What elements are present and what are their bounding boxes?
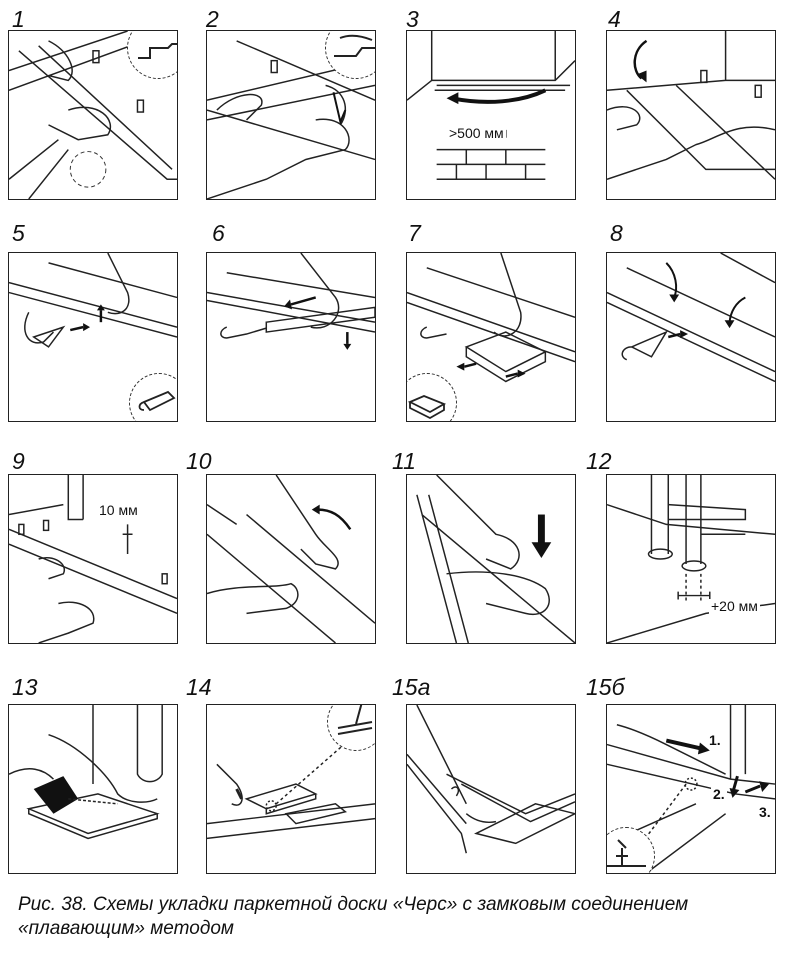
arrow-label-1: 1. [707, 732, 723, 749]
caption-line-2: «плавающим» методом [18, 918, 234, 939]
step-14-illustration [206, 704, 376, 874]
gap-20mm-annotation: +20 мм [709, 598, 760, 615]
step-6-illustration [206, 252, 376, 422]
step-5-illustration [8, 252, 178, 422]
step-2-illustration [206, 30, 376, 200]
step-15b-illustration: 1. 2. 3. [606, 704, 776, 874]
block-detail [407, 373, 457, 421]
step-number-8: 8 [610, 220, 623, 246]
step-number-11: 11 [392, 448, 416, 474]
step-number-12: 12 [586, 448, 612, 474]
arrow-label-3: 3. [757, 804, 773, 821]
step-number-15a: 15а [392, 674, 431, 700]
pencil-marking-detail [327, 705, 375, 751]
step-number-15b: 15б [586, 674, 625, 700]
step-1-illustration [8, 30, 178, 200]
tapping-block-detail [129, 373, 177, 421]
step-number-3: 3 [406, 6, 419, 32]
gap-10mm-annotation: 10 мм [97, 502, 140, 519]
step-15a-illustration [406, 704, 576, 874]
step-8-illustration [606, 252, 776, 422]
step-number-10: 10 [186, 448, 212, 474]
step-number-5: 5 [12, 220, 25, 246]
lock-engage-detail [325, 31, 375, 79]
step-10-illustration [206, 474, 376, 644]
lock-profile-detail [127, 31, 177, 79]
step-3-illustration: >500 мм [406, 30, 576, 200]
step-13-illustration [8, 704, 178, 874]
figure-caption: Рис. 38. Схемы укладки паркетной доски «… [18, 893, 788, 941]
nail-detail [607, 827, 655, 873]
step-4-illustration [606, 30, 776, 200]
step-number-7: 7 [408, 220, 421, 246]
step-9-illustration: 10 мм [8, 474, 178, 644]
caption-line-1: Рис. 38. Схемы укладки паркетной доски «… [18, 894, 689, 915]
distance-annotation: >500 мм [447, 125, 506, 142]
step-12-illustration: +20 мм [606, 474, 776, 644]
step-number-1: 1 [12, 6, 25, 32]
step-7-illustration [406, 252, 576, 422]
step-number-9: 9 [12, 448, 25, 474]
step-number-2: 2 [206, 6, 219, 32]
step-number-6: 6 [212, 220, 225, 246]
step-number-14: 14 [186, 674, 212, 700]
step-11-illustration [406, 474, 576, 644]
arrow-label-2: 2. [711, 786, 727, 803]
step-number-13: 13 [12, 674, 38, 700]
step-number-4: 4 [608, 6, 621, 32]
